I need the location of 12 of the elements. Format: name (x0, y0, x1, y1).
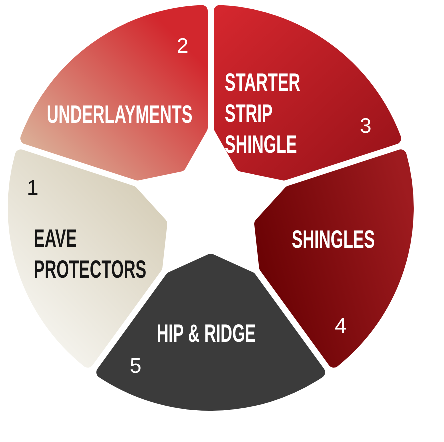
step-number: 1 (27, 178, 39, 199)
segment-title: HIP & RIDGE (157, 318, 256, 350)
step-number: 5 (130, 356, 142, 377)
segment-title: STARTER STRIP SHINGLE (225, 68, 302, 160)
step-number: 4 (335, 316, 347, 337)
step-number: 3 (360, 116, 372, 137)
step-number: 2 (177, 36, 189, 57)
segment-title: SHINGLES (292, 224, 376, 256)
segment-title: UNDERLAYMENTS (47, 100, 193, 130)
wheel-segment (20, 5, 208, 181)
wheel-segment (214, 5, 402, 181)
segment-title: EAVE PROTECTORS (34, 224, 147, 286)
